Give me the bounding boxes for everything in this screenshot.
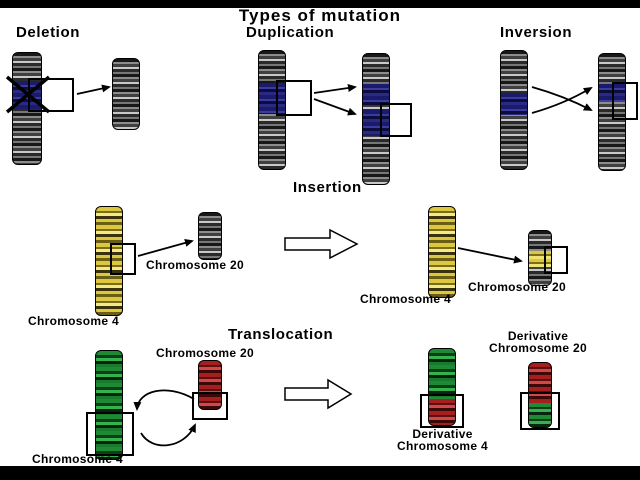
derivative-chr20-bracket (520, 392, 560, 430)
insertion-chromosome-20-before (198, 212, 222, 260)
translocation-exchange-arrow-1 (133, 389, 195, 411)
inversion-source-region (501, 93, 527, 115)
label-insertion-chromosome-4-after: Chromosome 4 (360, 292, 451, 306)
derivative-chr20-translocated-region (529, 403, 551, 427)
insertion-arrow-before (137, 239, 194, 257)
section-header-insertion: Insertion (293, 179, 362, 196)
top-border-bar (0, 0, 640, 8)
label-translocation-chromosome-20: Chromosome 20 (156, 346, 254, 360)
section-header-duplication: Duplication (246, 24, 335, 41)
label-derivative-chr20-line1: Derivative (507, 329, 569, 343)
section-header-translocation: Translocation (228, 326, 334, 343)
deletion-region-bracket (28, 78, 74, 112)
duplication-copy-region-1 (363, 84, 389, 106)
label-insertion-chromosome-20-after: Chromosome 20 (468, 280, 566, 294)
derivative-chr4-bracket (420, 394, 464, 428)
label-insertion-chromosome-20-before: Chromosome 20 (146, 258, 244, 272)
translocation-exchange-arrow-2 (140, 423, 196, 447)
derivative-chromosome-20 (528, 362, 552, 428)
translocation-block-arrow (284, 378, 353, 410)
insertion-arrow-after (457, 247, 523, 264)
inversion-result-bracket (612, 82, 638, 120)
bottom-border-bar (0, 466, 640, 480)
duplication-result-chromosome (362, 53, 390, 185)
insertion-chromosome-4-after (428, 206, 456, 298)
duplication-region-bracket (276, 80, 312, 116)
duplication-source-region (259, 83, 285, 113)
translocation-chromosome-4-before (95, 350, 123, 460)
deletion-arrow (76, 84, 111, 95)
insertion-result-bracket (544, 246, 568, 274)
label-derivative-chr20-line2: Chromosome 20 (489, 341, 587, 355)
duplication-arrow-1 (313, 84, 357, 94)
duplication-original-chromosome (258, 50, 286, 170)
translocation-chromosome-20-before (198, 360, 222, 410)
insertion-block-arrow (284, 228, 359, 260)
derivative-chr4-translocated-region (429, 399, 455, 425)
label-insertion-chromosome-4-before: Chromosome 4 (28, 314, 119, 328)
inversion-cross-arrow-2 (531, 86, 593, 114)
translocation-chr4-bracket (86, 412, 134, 456)
diagram-title: Types of mutation (238, 6, 402, 25)
translocation-chr20-bracket (192, 392, 228, 420)
duplication-arrow-2 (313, 98, 357, 116)
label-derivative-chr4-line1: Derivative (412, 427, 473, 441)
insertion-chromosome-4-before (95, 206, 123, 316)
insertion-region-bracket (110, 243, 136, 275)
derivative-chromosome-4 (428, 348, 456, 426)
label-derivative-chromosome-4: Derivative Chromosome 4 (385, 428, 500, 452)
duplication-result-bracket (380, 103, 412, 137)
deletion-result-chromosome (112, 58, 140, 130)
label-derivative-chromosome-20: Derivative Chromosome 20 (478, 330, 598, 354)
section-header-inversion: Inversion (500, 24, 573, 41)
label-derivative-chr4-line2: Chromosome 4 (397, 439, 488, 453)
section-header-deletion: Deletion (16, 24, 80, 41)
inversion-original-chromosome (500, 50, 528, 170)
inversion-cross-arrow-1 (531, 86, 593, 111)
label-translocation-chromosome-4: Chromosome 4 (32, 452, 123, 466)
duplication-copy-region-2 (363, 110, 389, 136)
